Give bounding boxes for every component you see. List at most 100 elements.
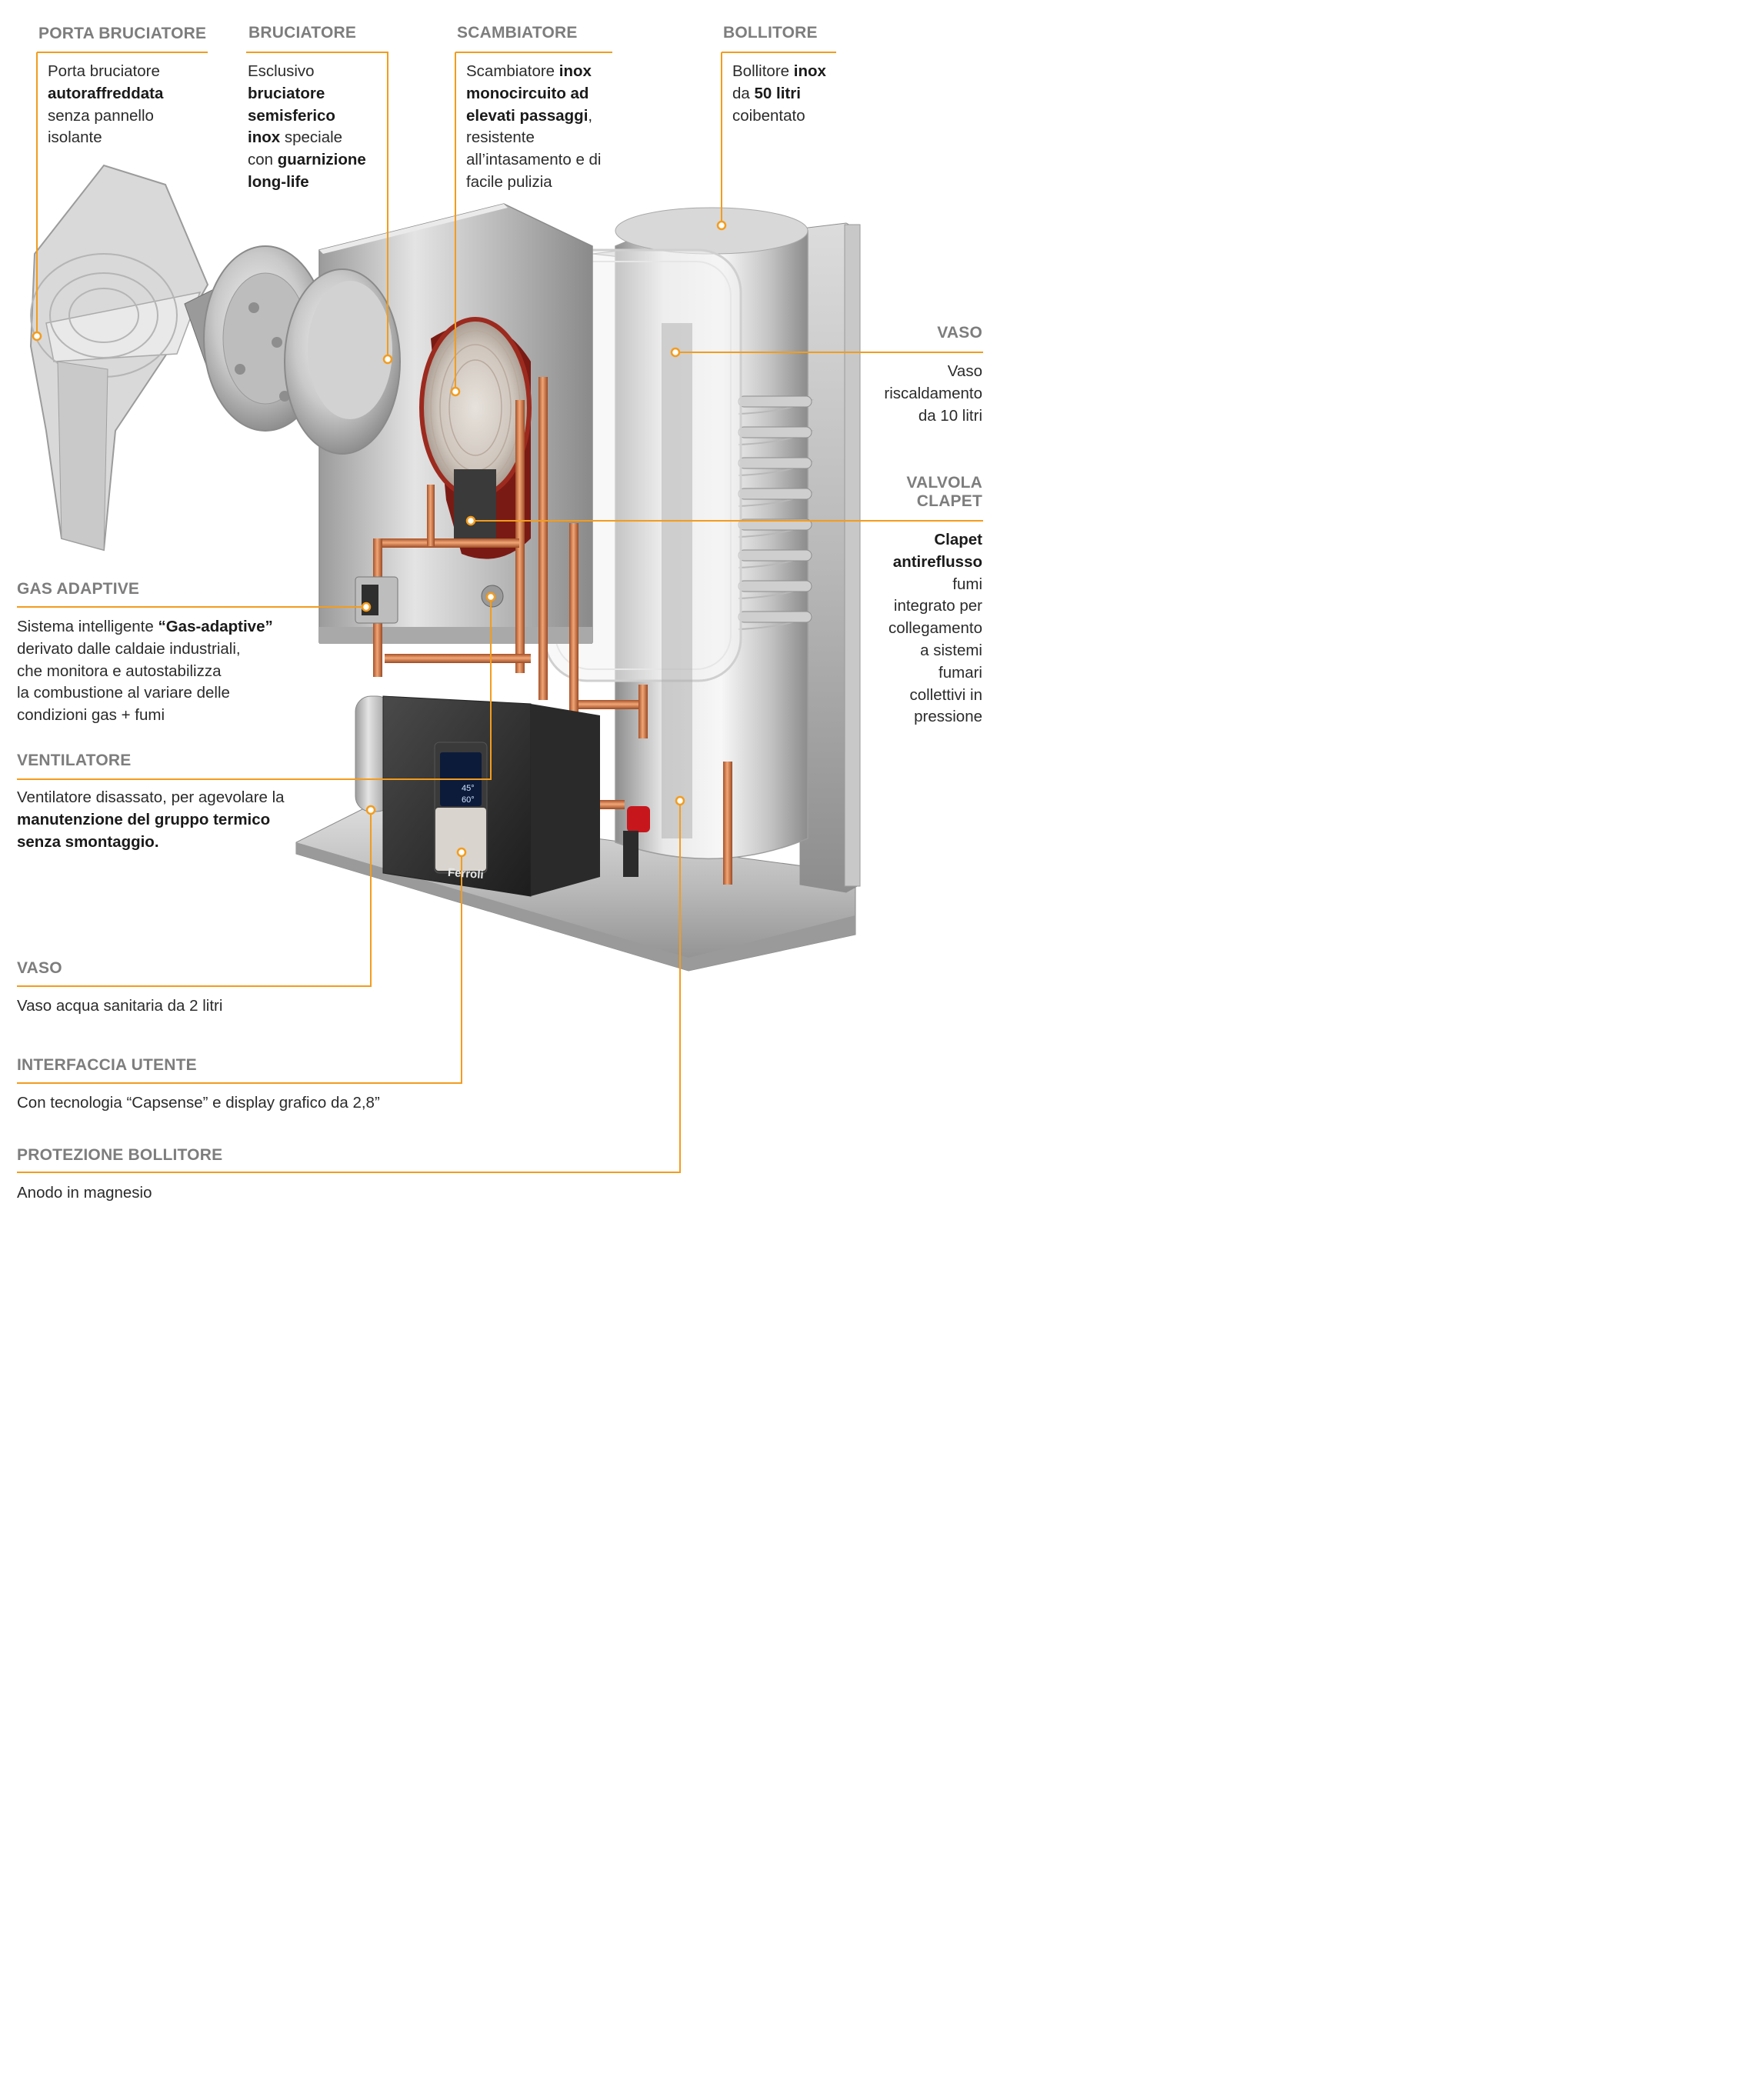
description-text: isolante [48,128,102,147]
description-text: fumari [939,663,982,682]
brand-logo: Ferroli [447,866,484,882]
anchor-dot-porta-bruciatore [32,331,42,342]
description-bold-text: autoraffreddata [48,84,164,102]
callout-title-vaso-riscaldamento: VASO [937,324,982,342]
description-line: bruciatore [248,83,386,105]
description-line: che monitora e autostabilizza [17,661,325,683]
burner-door-cover [29,164,209,552]
description-text: integrato per [893,597,982,615]
description-line: collettivi in [852,685,982,707]
description-line: Ventilatore disassato, per agevolare la [17,787,340,809]
description-line: isolante [48,127,202,149]
description-bold-text: manutenzione del gruppo termico [17,810,271,828]
description-line: elevati passaggi, [466,105,620,128]
description-line: integrato per [852,595,982,618]
description-bold-text: inox [793,62,826,80]
copper-pipes [373,377,732,885]
display-value-1: 45° [462,784,475,793]
description-line: derivato dalle caldaie industriali, [17,638,325,661]
description-line: Porta bruciatore [48,61,202,83]
description-text: Scambiatore [466,62,559,80]
description-text: che monitora e autostabilizza [17,662,222,680]
description-text: resistente [466,128,535,147]
display-value-2: 60° [462,795,475,805]
anchor-dot-valvola-clapet [465,515,476,526]
description-line: Bollitore inox [732,61,848,83]
description-text: derivato dalle caldaie industriali, [17,639,241,658]
anchor-dot-protezione-bollitore [675,795,685,806]
description-line: senza smontaggio. [17,832,340,854]
description-line: Clapet [852,529,982,552]
callout-title-gas-adaptive: GAS ADAPTIVE [17,580,140,598]
description-text: all’intasamento e di [466,151,602,169]
description-bold-text: Clapet [934,531,982,548]
description-bold-text: 50 litri [754,84,801,102]
description-line: long-life [248,172,386,194]
description-bold-text: inox [558,62,592,80]
description-line: antireflusso [852,552,982,574]
description-line: coibentato [732,105,848,128]
description-line: con guarnizione [248,149,386,172]
description-line: riscaldamento [852,383,982,405]
description-line: pressione [852,706,982,728]
description-text: speciale [280,128,343,147]
description-text: Vaso [947,362,982,380]
description-bold-text: semisferico [248,106,335,125]
anchor-dot-vaso-sanitaria [365,805,376,815]
description-bold-text: long-life [248,172,309,191]
anchor-dot-bruciatore [382,354,393,365]
description-line: fumi [852,574,982,596]
description-line: Scambiatore inox [466,61,620,83]
description-bold-text: elevati passaggi [466,106,588,125]
callout-title-vaso-sanitaria: VASO [17,959,62,977]
description-text: da 10 litri [918,406,982,425]
description-bold-text: monocircuito ad [466,84,589,102]
description-text: collettivi in [909,685,982,704]
callout-desc-gas-adaptive: Sistema intelligente “Gas-adaptive”deriv… [17,616,325,727]
callout-title-valvola-clapet-2: CLAPET [916,492,982,510]
callout-title-protezione-bollitore: PROTEZIONE BOLLITORE [17,1146,223,1164]
description-line: inox speciale [248,127,386,149]
description-text: , [588,106,593,125]
description-line: facile pulizia [466,172,620,194]
description-text: condizioni gas + fumi [17,706,165,725]
description-line: la combustione al variare delle [17,682,325,705]
description-text: a sistemi [920,641,982,659]
callout-title-bruciatore: BRUCIATORE [248,24,357,42]
description-text: senza pannello [48,106,154,125]
description-line: condizioni gas + fumi [17,705,325,727]
anchor-dot-ventilatore [485,592,496,602]
description-line: monocircuito ad [466,83,620,105]
callout-title-ventilatore: VENTILATORE [17,752,132,769]
anchor-dot-vaso-riscaldamento [670,347,681,358]
description-line: senza pannello [48,105,202,128]
description-bold-text: guarnizione [277,151,366,169]
description-text: facile pulizia [466,172,552,191]
callout-desc-interfaccia-utente: Con tecnologia “Capsense” e display graf… [17,1092,478,1115]
callout-title-porta-bruciatore: PORTA BRUCIATORE [38,25,207,42]
description-text: da [732,84,755,102]
description-line: Esclusivo [248,61,386,83]
callout-title-valvola-clapet-1: VALVOLA [906,474,982,492]
description-text: la combustione al variare delle [17,684,230,702]
callout-desc-protezione-bollitore: Anodo in magnesio [17,1182,325,1205]
description-line: semisferico [248,105,386,128]
burner-assembly [184,245,401,455]
description-bold-text: “Gas-adaptive” [158,618,273,635]
anchor-dot-interfaccia-utente [456,847,467,858]
description-line: all’intasamento e di [466,149,620,172]
control-box [382,695,600,897]
description-bold-text: inox [248,128,281,147]
description-line: fumari [852,662,982,685]
description-line: da 50 litri [732,83,848,105]
callout-title-scambiatore: SCAMBIATORE [457,24,578,42]
description-line: Con tecnologia “Capsense” e display graf… [17,1092,478,1115]
illustration: 45° 60° Ferroli [17,52,983,1173]
description-text: Esclusivo [248,62,315,80]
